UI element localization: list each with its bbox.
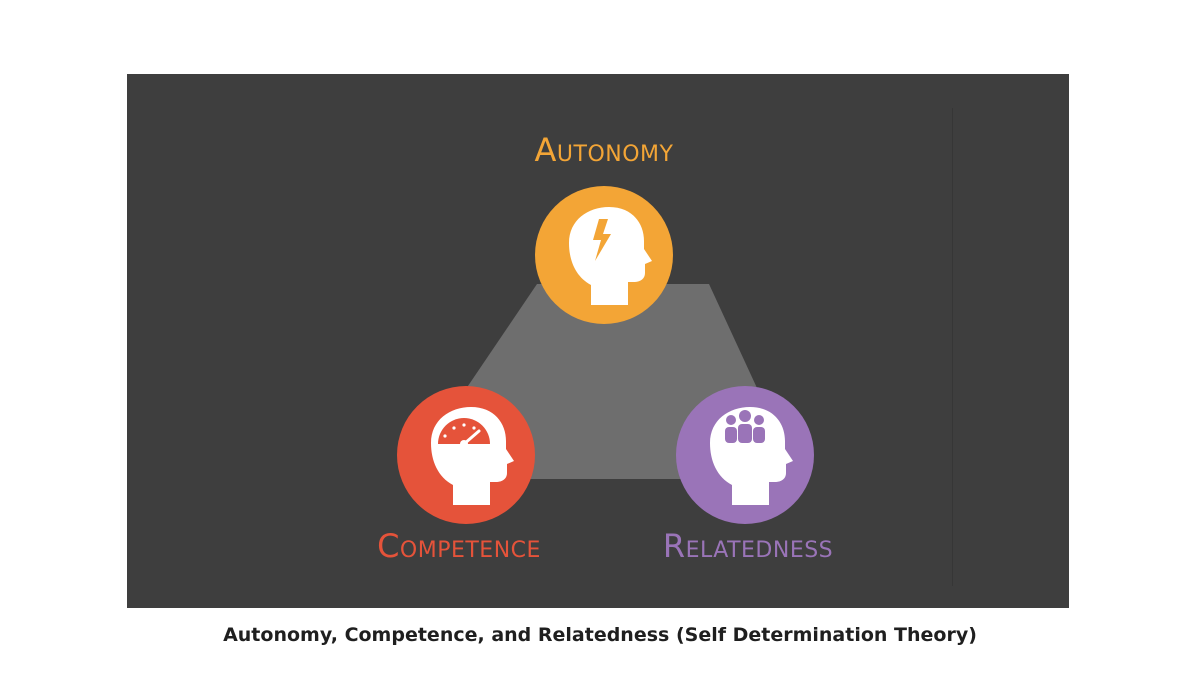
gauge-icon xyxy=(438,418,490,448)
people-group-icon xyxy=(725,410,765,443)
head-icon xyxy=(569,207,652,305)
panel-divider xyxy=(952,108,953,586)
autonomy-node xyxy=(535,186,673,324)
competence-node xyxy=(397,386,535,524)
lightning-bolt-icon xyxy=(593,219,611,261)
relatedness-label: Relatedness xyxy=(662,527,834,565)
autonomy-label: Autonomy xyxy=(534,131,674,169)
diagram-panel: Autonomy Competence Relatedness xyxy=(127,74,1069,608)
figure-caption: Autonomy, Competence, and Relatedness (S… xyxy=(223,624,977,646)
diagram-canvas xyxy=(397,186,814,524)
competence-label: Competence xyxy=(377,527,541,565)
relatedness-node xyxy=(676,386,814,524)
